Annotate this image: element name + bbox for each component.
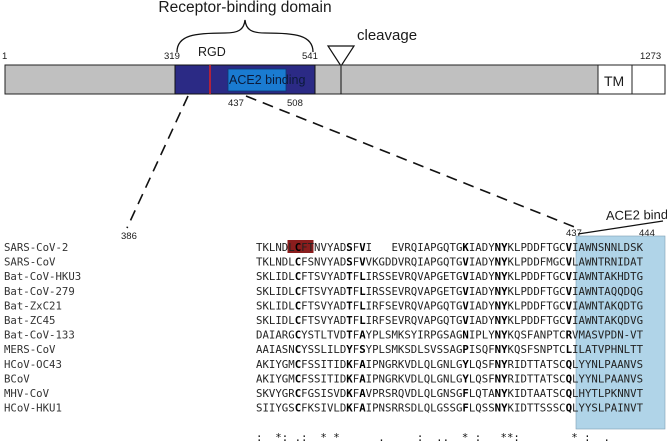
sequence-row: SKLIDLCFTSVYADTFLIRSSEVRQVAPGETGVIADYNYK… [256, 270, 643, 283]
rgd-highlight-box [287, 240, 314, 253]
rgd-label: RGD [198, 45, 226, 59]
species-name: MERS-CoV [4, 343, 56, 356]
pos-end-label: 1273 [640, 51, 661, 62]
sequence-row: SKLIDLCFTSVYADTFLIRFSEVRQVAPGQTGVIADYNYK… [256, 314, 643, 327]
ace2-binding-brace [577, 220, 664, 235]
ace2-start-label: 437 [228, 98, 244, 109]
species-name: Bat-CoV-HKU3 [4, 270, 81, 283]
species-name: SARS-CoV [4, 256, 56, 269]
zoom-line-right [245, 95, 578, 229]
sequence-row: TKLNDLCFSNVYADSFVVKGDDVRQIAPGQTGVIADYNYK… [256, 256, 644, 269]
sequence-row: SKVYGRCFGSISVDKFAVPRSRQVDLQLGNSGFLQTANYK… [256, 387, 644, 400]
sequence-alignment: SARS-CoV-2 TKLNDLCFTNVYADSFVIRGDEVRQIAPGQ… [4, 241, 644, 415]
species-name: MHV-CoV [4, 387, 50, 400]
species-name: HCoV-OC43 [4, 358, 62, 371]
sequence-row: SKLIDLCFTSVYADTFLIRSSEVRQVAPGETGVIADYNYK… [256, 285, 643, 298]
rbd-start-label: 319 [164, 51, 180, 62]
species-name: BCoV [4, 372, 30, 385]
sequence-row: SIIYGSCFKSIVLDKFAIPNSRRSDLQLGSSGFLQSSNYK… [256, 402, 644, 415]
cleavage-label: cleavage [357, 27, 417, 44]
species-name: Bat-ZC45 [4, 314, 55, 327]
spike-protein-bar [4, 64, 666, 95]
alignment-start-label: 386 [121, 231, 137, 242]
ace2-panel-end: 444 [639, 228, 655, 239]
ace2-end-label: 508 [287, 98, 303, 109]
sequence-row: DAIARGCYSTLTVDTFAYPLSMKSYIRPGSAGNIPLYNYK… [256, 329, 644, 342]
rbd-title: Receptor-binding domain [158, 0, 331, 16]
tm-label: TM [604, 73, 624, 89]
ace2-binding-region [227, 68, 287, 92]
cytoplasmic-tail [631, 64, 666, 95]
consensus-line: : *: .: * * . : .. * : **: * : . [256, 431, 610, 444]
sequence-row: TKLNDLCFTNVYADSFVIRGDEVRQIAPGQTGKIADYNYK… [256, 241, 644, 254]
species-name: SARS-CoV-2 [4, 241, 68, 254]
species-name: Bat-CoV-133 [4, 329, 75, 342]
rbd-end-label: 541 [302, 51, 318, 62]
pos-start-label: 1 [2, 51, 7, 62]
sequence-row: AKIYGMCFSSITIDKFAIPNGRKVDLQLGNLGYLQSFNYR… [256, 358, 643, 371]
ace2-binding-label: ACE2 binding [229, 73, 305, 87]
species-name: Bat-ZxC21 [4, 299, 62, 312]
sequence-row: AKIYGMCFSSITIDKFAIPNGRKVDLQLGNLGYLQSFNYR… [256, 372, 643, 385]
zoom-line-left [126, 95, 189, 229]
species-name: Bat-CoV-279 [4, 285, 75, 298]
sequence-row: SKLIDLCFTSVYADTFLIRFSEVRQVAPGQTGVIADYNYK… [256, 299, 643, 312]
ace2-panel-label: ACE2 binding [606, 207, 667, 223]
species-name: HCoV-HKU1 [4, 402, 62, 415]
rbd-brace [176, 19, 314, 53]
sequence-row: AAIASNCYSSLILDYFSYPLSMKSDLSVSSAGPISQFNYK… [256, 343, 644, 356]
ace2-panel-start: 437 [566, 228, 582, 239]
ace2-binding-highlight [575, 235, 666, 430]
cleavage-arrow-icon [326, 45, 356, 68]
